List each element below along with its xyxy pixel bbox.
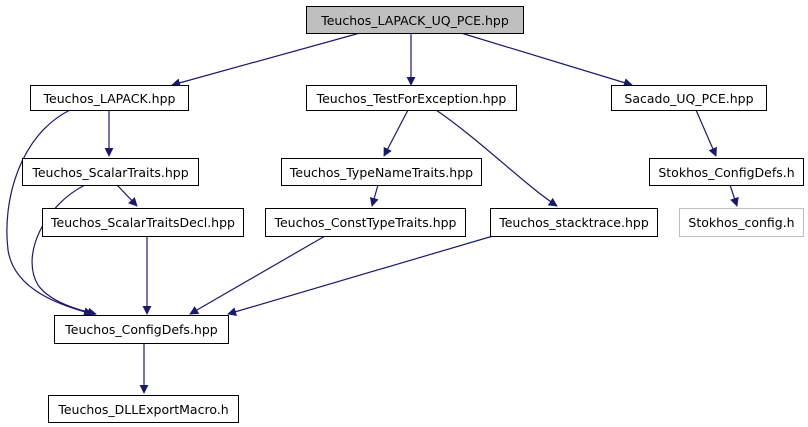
- node-teuchos-dllexportmacro[interactable]: Teuchos_DLLExportMacro.h: [48, 395, 239, 423]
- node-teuchos-lapack[interactable]: Teuchos_LAPACK.hpp: [30, 85, 189, 111]
- node-teuchos-stacktrace[interactable]: Teuchos_stacktrace.hpp: [490, 208, 658, 237]
- node-stokhos-configdefs[interactable]: Stokhos_ConfigDefs.h: [649, 158, 804, 186]
- node-teuchos-consttypetraits[interactable]: Teuchos_ConstTypeTraits.hpp: [265, 208, 466, 237]
- node-teuchos-scalartraits[interactable]: Teuchos_ScalarTraits.hpp: [22, 158, 199, 186]
- edge-root-to-lapack: [171, 32, 361, 88]
- edge-stacktrace-to-configdefs: [227, 235, 494, 317]
- edge-lapack-to-configdefs: [6, 109, 93, 317]
- edge-consttypetraits-to-configdefs: [189, 235, 326, 315]
- edge-stokhos-configdefs-to-config: [729, 184, 739, 207]
- node-teuchos-scalartraitsdecl[interactable]: Teuchos_ScalarTraitsDecl.hpp: [42, 208, 244, 237]
- edge-testforexception-to-stacktrace: [435, 109, 558, 207]
- edge-sacado-to-stokhos-configdefs: [695, 109, 717, 157]
- node-teuchos-typenametraits[interactable]: Teuchos_TypeNameTraits.hpp: [281, 158, 482, 186]
- node-teuchos-configdefs[interactable]: Teuchos_ConfigDefs.hpp: [54, 315, 229, 344]
- node-stokhos-config: Stokhos_config.h: [679, 208, 804, 237]
- edge-typenametraits-to-consttypetraits: [369, 184, 379, 207]
- node-teuchos-testforexception[interactable]: Teuchos_TestForException.hpp: [306, 85, 517, 111]
- edge-scalartraits-to-configdefs: [31, 184, 97, 317]
- node-sacado-uq-pce[interactable]: Sacado_UQ_PCE.hpp: [611, 85, 767, 111]
- edge-testforexception-to-typenametraits: [383, 109, 409, 157]
- edge-root-to-sacado: [460, 32, 633, 87]
- node-teuchos-lapack-uq-pce[interactable]: Teuchos_LAPACK_UQ_PCE.hpp: [306, 6, 524, 34]
- edge-scalartraits-to-scalartraitsdecl: [116, 184, 138, 207]
